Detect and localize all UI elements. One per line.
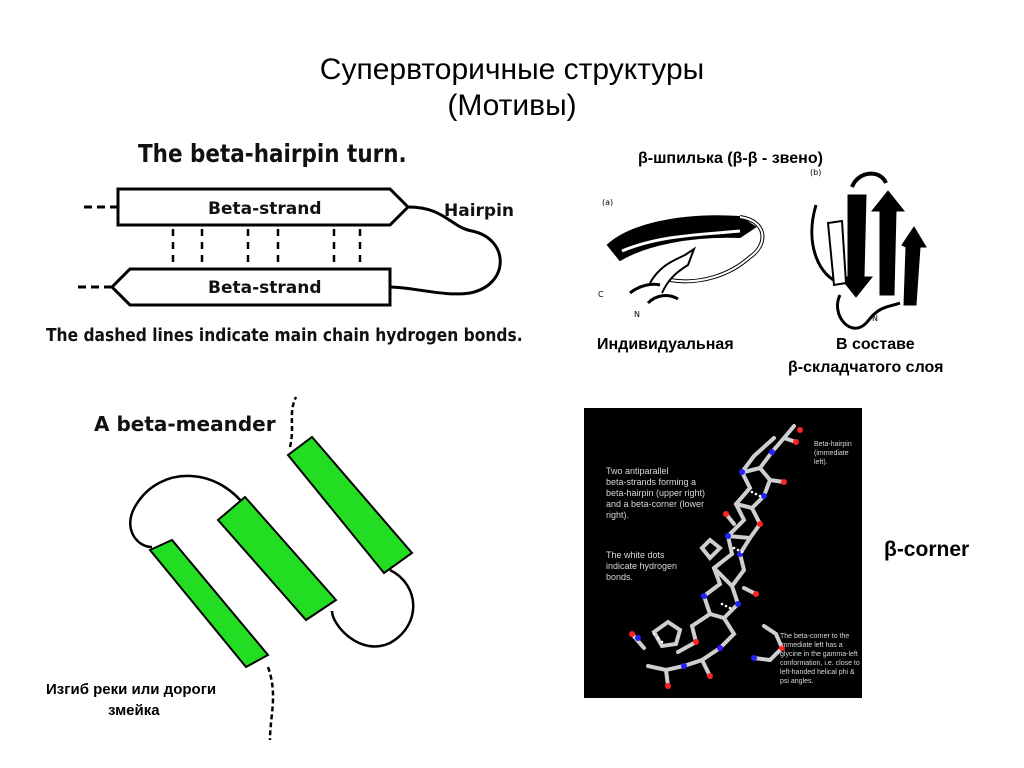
meander-caption-2: змейка	[108, 702, 160, 719]
individual-caption: Индивидуальная	[597, 336, 734, 353]
sheet-caption-2: β-складчатого слоя	[788, 359, 944, 376]
title-line-1: Супервторичные структуры	[319, 53, 705, 86]
panel-b-c: C	[886, 240, 892, 249]
meander-strand-middle	[216, 495, 338, 622]
hairpin-loop	[389, 205, 502, 296]
protein-text-dots: The white dots indicate hydrogen bonds.	[606, 550, 677, 583]
meander-loop-upper	[129, 474, 252, 549]
protein-text-corner-line: glycine in the gamma-left	[780, 651, 858, 658]
protein-text-upper-line: beta-strands forming a	[606, 477, 697, 487]
hairpin-heading: The beta-hairpin turn.	[138, 139, 407, 168]
hairpin-drawing	[78, 187, 502, 307]
meander-heading: A beta-meander	[94, 412, 276, 436]
protein-text-upper-line: Two antiparallel	[606, 466, 669, 476]
protein-text-upper: Two antiparallel beta-strands forming a …	[606, 466, 705, 521]
protein-text-corner-line: immediate left has a	[780, 642, 843, 649]
individual-hairpin-ribbon	[606, 215, 765, 305]
protein-text-upper-line: and a beta-corner (lower	[606, 499, 705, 509]
meander-strand-left	[148, 538, 270, 669]
page-title: Супервторичные структуры (Мотивы)	[0, 52, 1024, 124]
protein-text-dots-line: bonds.	[606, 572, 634, 582]
hairpin-diagram: The beta-hairpin turn. Beta-strand Beta-…	[40, 135, 540, 360]
protein-text-hairpin-line: Beta-hairpin	[814, 441, 852, 448]
meander-top-tail	[288, 396, 298, 448]
sheet-ribbon	[810, 171, 927, 330]
meander-drawing	[129, 396, 415, 741]
sheet-caption-1: В составе	[836, 336, 915, 353]
protein-text-upper-line: beta-hairpin (upper right)	[606, 488, 706, 498]
protein-text-corner: The beta-corner to the immediate left ha…	[780, 632, 860, 686]
ribbon-diagrams: (a) (b) C N C N	[598, 168, 927, 330]
protein-text-corner-line: conformation, i.e. close to	[780, 660, 860, 667]
bottom-strand-arrow	[109, 267, 392, 307]
beta-corner-label: β-corner	[884, 538, 970, 561]
title-line-2: (Мотивы)	[447, 89, 577, 122]
bottom-strand-label: Beta-strand	[208, 278, 322, 298]
hydrogen-bond-lines	[171, 229, 362, 267]
protein-text-corner-line: The beta-corner to the	[780, 633, 850, 640]
protein-text-corner-line: left-handed helical phi &	[780, 669, 855, 676]
protein-stick-model	[629, 424, 803, 689]
protein-text-hairpin: Beta-hairpin (immediate left).	[814, 440, 862, 467]
protein-text-corner-line: psi angles.	[780, 678, 814, 685]
meander-strand-right	[286, 435, 414, 575]
protein-text-upper-line: right).	[606, 510, 630, 520]
protein-text-dots-line: The white dots	[606, 550, 665, 560]
panel-a-c: C	[598, 290, 604, 299]
panel-a-label: (a)	[602, 198, 613, 207]
ribbon-heading: β-шпилька (β-β - звено)	[638, 150, 823, 167]
meander-bottom-tail	[266, 666, 275, 741]
protein-text-dots-line: indicate hydrogen	[606, 561, 678, 571]
hairpin-loop-label: Hairpin	[444, 201, 515, 221]
hairpin-caption: The dashed lines indicate main chain hyd…	[46, 325, 523, 346]
meander-caption-1: Изгиб реки или дороги	[46, 681, 217, 698]
protein-structure-image: Two antiparallel beta-strands forming a …	[584, 408, 862, 698]
meander-loop-right	[330, 568, 415, 648]
panel-b-n: N	[872, 314, 878, 323]
protein-text-hairpin-line: (immediate left).	[814, 450, 849, 466]
panel-b-label: (b)	[810, 168, 821, 177]
panel-a-n: N	[634, 310, 640, 319]
top-strand-label: Beta-strand	[208, 199, 322, 219]
top-strand-arrow	[116, 187, 411, 227]
